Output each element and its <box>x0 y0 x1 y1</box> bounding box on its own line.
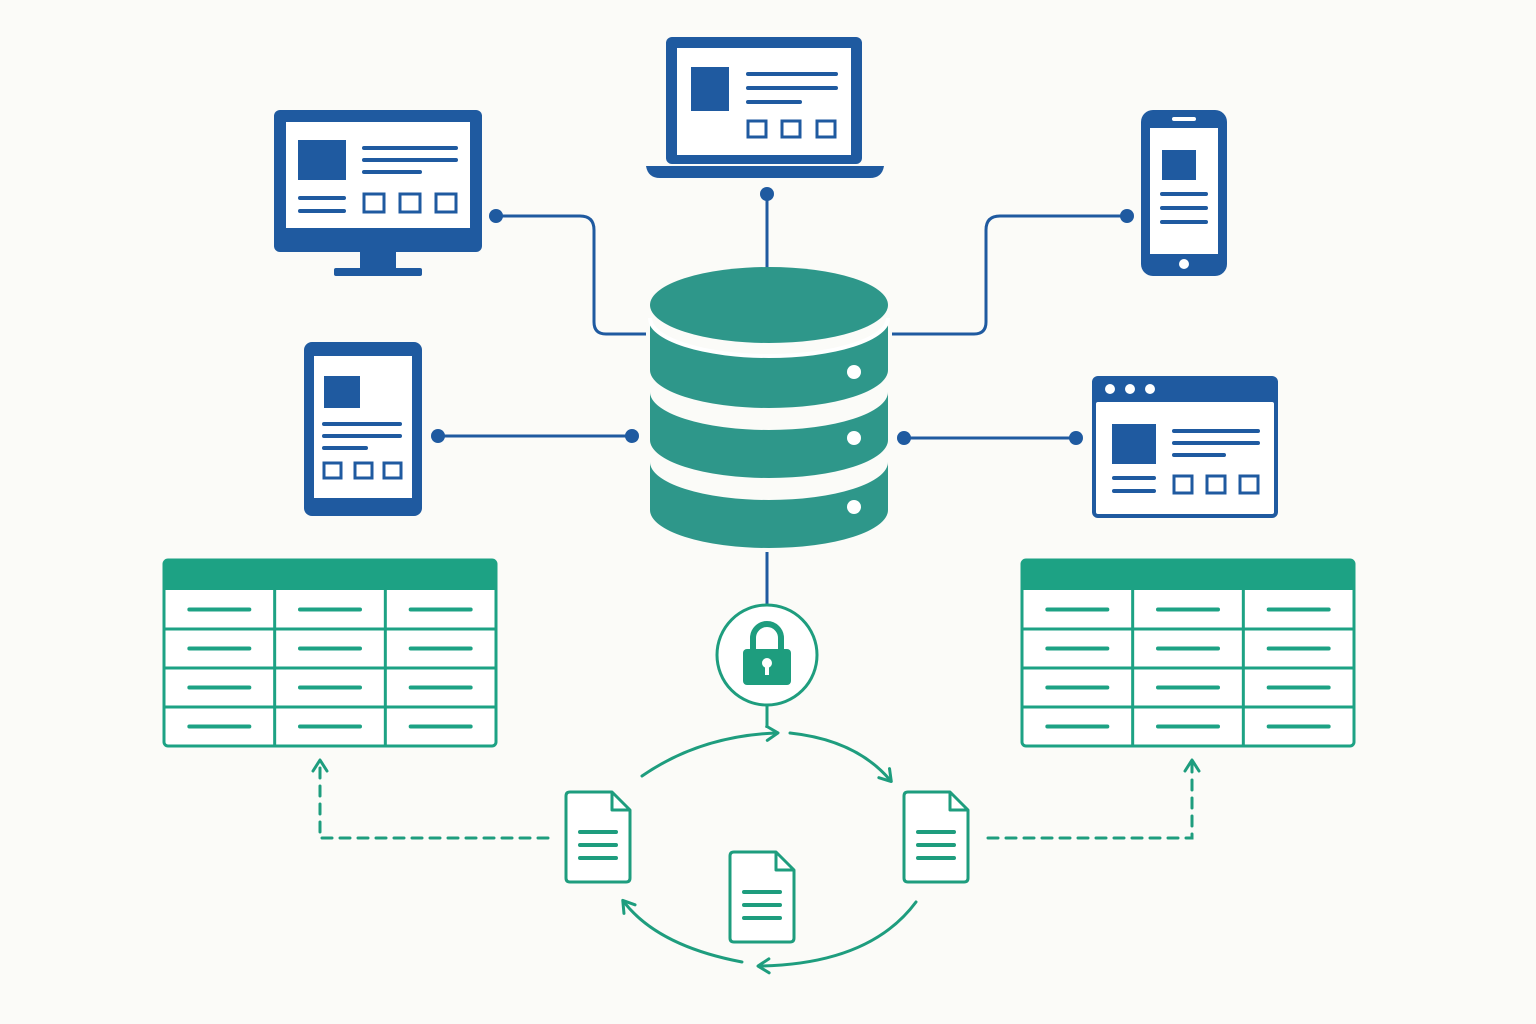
tables-layer <box>162 558 1356 748</box>
connector-dot <box>760 187 774 201</box>
sync-cycle <box>621 724 918 975</box>
browser-window-icon <box>1092 376 1278 518</box>
dashed-flows <box>311 758 1201 840</box>
db-indicator-light <box>847 500 861 514</box>
connector-phone <box>892 214 1127 336</box>
smartphone-icon <box>1141 110 1227 276</box>
document-icon <box>564 790 632 884</box>
document-icon <box>902 790 970 884</box>
data-table-icon <box>1020 558 1356 748</box>
client-connectors <box>438 194 1127 440</box>
cycle-arrow-top-left <box>640 724 780 778</box>
cycle-arrow-top-right <box>788 731 893 784</box>
tablet-icon <box>304 342 422 516</box>
connector-dot <box>1069 431 1083 445</box>
cycle-arrow-bottom-left <box>621 898 744 964</box>
dashed-arrow-right <box>986 758 1201 840</box>
database-icon <box>648 267 890 548</box>
cycle-arrow-bottom-right <box>756 900 918 975</box>
db-indicator-light <box>847 431 861 445</box>
connector-dot <box>1120 209 1134 223</box>
connector-dots <box>431 187 1134 445</box>
data-table-icon <box>162 558 498 748</box>
db-indicator-light <box>847 365 861 379</box>
docs-layer <box>564 790 970 944</box>
padlock-icon <box>715 603 819 707</box>
connector-dot <box>897 431 911 445</box>
connector-desktop <box>496 214 646 336</box>
table-header <box>1022 560 1354 590</box>
dashed-arrow-left <box>311 758 550 840</box>
laptop-icon <box>646 37 884 178</box>
connector-dot <box>489 209 503 223</box>
table-header <box>164 560 496 590</box>
connector-dot <box>431 429 445 443</box>
document-icon <box>728 850 796 944</box>
connector-dot <box>625 429 639 443</box>
security-link <box>715 552 819 728</box>
desktop-monitor-icon <box>274 110 482 276</box>
